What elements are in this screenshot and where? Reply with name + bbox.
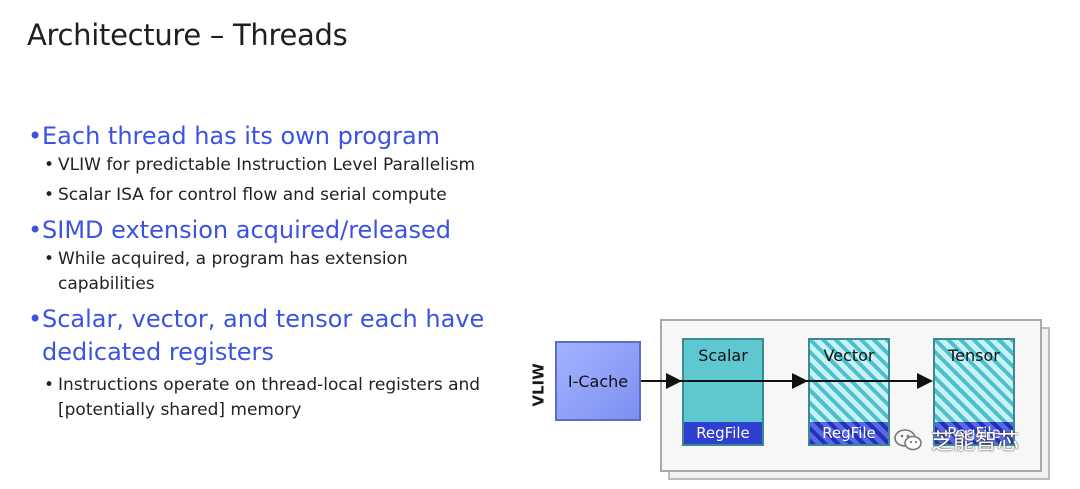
unit-name: Tensor [948, 346, 1000, 365]
watermark-text: 芝能智芯 [931, 430, 1020, 455]
wechat-icon [894, 429, 922, 451]
bullet-level1: •Scalar, vector, and tensor each have de… [28, 303, 508, 369]
icache-block: I-Cache [555, 341, 641, 421]
bullet-level2: •Scalar ISA for control flow and serial … [44, 183, 548, 208]
thread-architecture-diagram: VLIW I-Cache Scalar RegFile Vector RegFi… [520, 310, 1080, 489]
regfile-label: RegFile [935, 422, 1013, 444]
bullet-text: Scalar ISA for control flow and serial c… [58, 185, 447, 205]
bullet-text: SIMD extension acquired/released [42, 216, 451, 244]
bullet-text: Instructions operate on thread-local reg… [58, 375, 481, 420]
bullet-level2: •Instructions operate on thread-local re… [44, 373, 524, 423]
bullet-text: Scalar, vector, and tensor each have ded… [42, 305, 485, 366]
bullet-level1: •Each thread has its own program [28, 120, 548, 153]
icache-label: I-Cache [567, 371, 629, 391]
regfile-label: RegFile [810, 422, 888, 444]
dispatch-arrows [641, 373, 933, 389]
page-title: Architecture – Threads [27, 18, 348, 52]
watermark: 芝能智芯 [893, 424, 1019, 456]
scalar-unit: Scalar RegFile [682, 338, 764, 446]
bullet-text: Each thread has its own program [42, 122, 441, 150]
regfile-label: RegFile [684, 422, 762, 444]
bullet-level2: •While acquired, a program has extension… [44, 247, 464, 297]
bullet-level2: •VLIW for predictable Instruction Level … [44, 153, 548, 178]
bullet-level1: •SIMD extension acquired/released [28, 214, 548, 247]
bullet-text: While acquired, a program has extension … [58, 249, 408, 294]
vector-unit: Vector RegFile [808, 338, 890, 446]
bullet-list: •Each thread has its own program •VLIW f… [28, 120, 548, 423]
unit-name: Vector [823, 346, 875, 365]
unit-name: Scalar [698, 346, 748, 365]
tensor-unit: Tensor RegFile [933, 338, 1015, 446]
bullet-text: VLIW for predictable Instruction Level P… [58, 155, 476, 175]
